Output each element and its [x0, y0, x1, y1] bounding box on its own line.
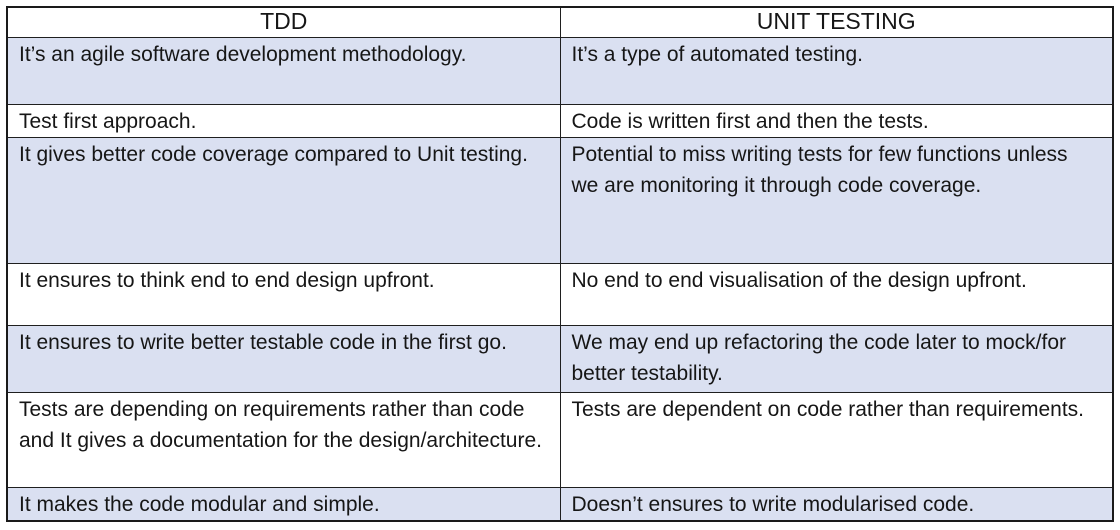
table-cell-tdd: Test first approach. — [6, 103, 561, 138]
table-cell-tdd: Tests are depending on requirements rath… — [6, 391, 561, 488]
table-cell-unit-testing: No end to end visualisation of the desig… — [559, 262, 1114, 326]
table-row: It’s an agile software development metho… — [6, 36, 1114, 105]
tdd-vs-unit-testing-table: TDD UNIT TESTING It’s an agile software … — [6, 6, 1114, 522]
table-body: It’s an agile software development metho… — [6, 36, 1114, 521]
table-header: TDD UNIT TESTING — [6, 6, 1114, 38]
table-cell-unit-testing: Potential to miss writing tests for few … — [559, 136, 1114, 264]
table-row: It gives better code coverage compared t… — [6, 136, 1114, 264]
table-row: Tests are depending on requirements rath… — [6, 391, 1114, 488]
table-row: It ensures to think end to end design up… — [6, 262, 1114, 326]
table-row: It makes the code modular and simple. Do… — [6, 486, 1114, 521]
table-cell-tdd: It makes the code modular and simple. — [6, 486, 561, 521]
table-cell-unit-testing: We may end up refactoring the code later… — [559, 324, 1114, 393]
table-cell-tdd: It ensures to write better testable code… — [6, 324, 561, 393]
column-header-unit-testing: UNIT TESTING — [559, 6, 1114, 38]
table-cell-unit-testing: It’s a type of automated testing. — [559, 36, 1114, 105]
table-cell-unit-testing: Tests are dependent on code rather than … — [559, 391, 1114, 488]
table-cell-tdd: It gives better code coverage compared t… — [6, 136, 561, 264]
table-cell-unit-testing: Code is written first and then the tests… — [559, 103, 1114, 138]
table-cell-tdd: It’s an agile software development metho… — [6, 36, 561, 105]
table-row: It ensures to write better testable code… — [6, 324, 1114, 393]
table-row: Test first approach. Code is written fir… — [6, 103, 1114, 138]
column-header-tdd: TDD — [6, 6, 561, 38]
table-cell-unit-testing: Doesn’t ensures to write modularised cod… — [559, 486, 1114, 521]
table-cell-tdd: It ensures to think end to end design up… — [6, 262, 561, 326]
header-row: TDD UNIT TESTING — [6, 6, 1114, 38]
